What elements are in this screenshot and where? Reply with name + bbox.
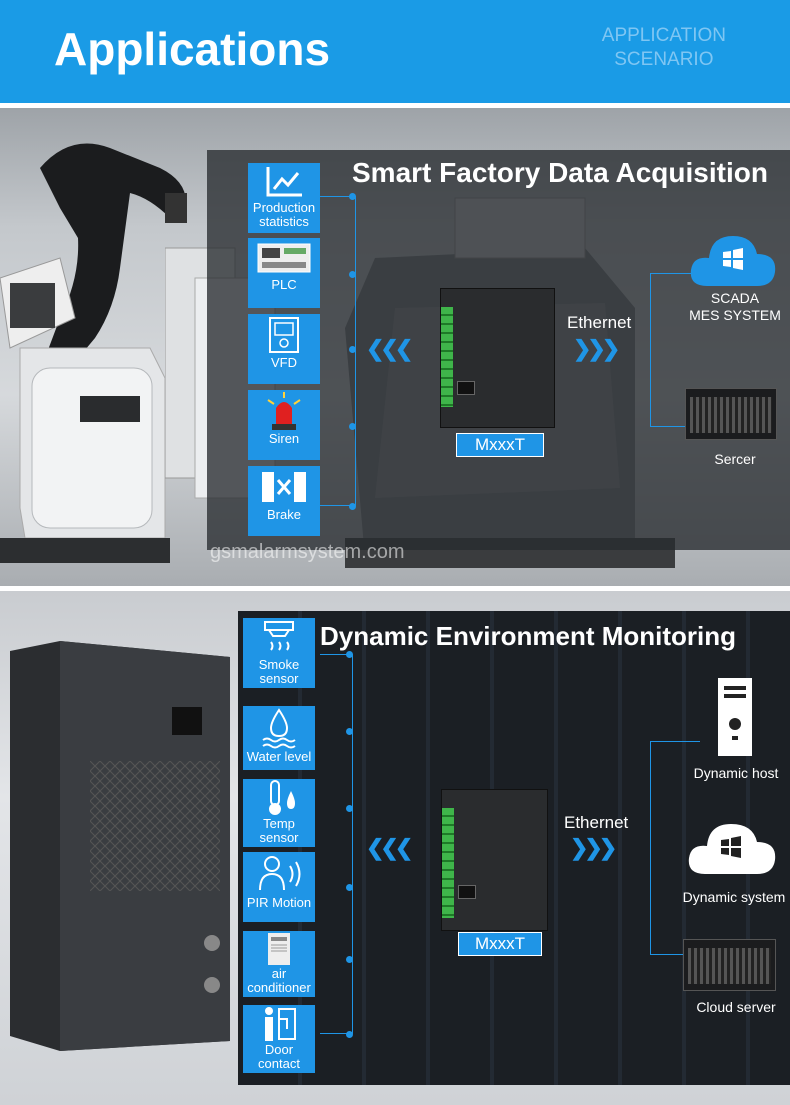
device-model-label: MxxxT (458, 932, 542, 956)
vfd-icon (269, 317, 299, 353)
connector-dot (346, 728, 353, 735)
tile-water-level: Water level (243, 706, 315, 770)
connector-dot (349, 503, 356, 510)
cloud-icon (688, 824, 776, 874)
smoke-icon (264, 621, 294, 651)
connector-dot (346, 956, 353, 963)
page-title: Applications (54, 23, 331, 75)
cloud-icon (690, 236, 776, 286)
input-arrows: ❮❮❮ (366, 336, 413, 361)
output-bracket (650, 741, 670, 955)
cloud-server-label: Cloud server (696, 999, 776, 1015)
siren-icon (267, 392, 301, 430)
scada-label: SCADA MES SYSTEM (689, 290, 781, 323)
tile-label: VFD (271, 355, 297, 370)
datacenter-title: Dynamic Environment Monitoring (320, 621, 737, 651)
motion-icon (259, 856, 301, 891)
tile-label: Temp sensor (259, 816, 299, 845)
connector-dot (346, 651, 353, 658)
input-arrows: ❮❮❮ (366, 835, 413, 860)
connector-dot (346, 1031, 353, 1038)
smart-factory-section: Smart Factory Data Acquisition Productio… (0, 108, 790, 586)
robot-illustration (0, 143, 187, 563)
tile-brake: Brake (248, 466, 320, 536)
subtitle-line-2: SCENARIO (614, 49, 714, 70)
ethernet-label: Ethernet (564, 813, 629, 832)
dynamic-host-label: Dynamic host (693, 765, 779, 781)
server-label: Sercer (714, 451, 756, 467)
tile-label: Production statistics (252, 200, 316, 229)
output-bracket (650, 273, 670, 427)
connector-dot (349, 193, 356, 200)
subtitle-line-1: APPLICATION (601, 25, 726, 46)
tile-plc: PLC (248, 238, 320, 308)
tile-label: Water level (246, 749, 312, 764)
ethernet-label: Ethernet (567, 313, 632, 332)
dynamic-environment-section: Dynamic Environment Monitoring Smoke sen… (0, 591, 790, 1105)
tile-smoke-sensor: Smoke sensor (243, 618, 315, 688)
tile-label: Door contact (258, 1042, 300, 1071)
door-icon (265, 1007, 296, 1041)
tile-label: PIR Motion (246, 895, 312, 910)
tile-label: air conditioner (247, 966, 311, 995)
tile-label: PLC (271, 277, 297, 292)
tile-siren: Siren (248, 390, 320, 460)
tile-pir-motion: PIR Motion (243, 852, 315, 922)
output-arrows: ❯❯❯ (573, 336, 620, 361)
connector-dot (349, 271, 356, 278)
page-subtitle: APPLICATION SCENARIO (602, 24, 726, 72)
page-header: Applications APPLICATION SCENARIO (0, 0, 790, 103)
connector-dot (346, 884, 353, 891)
tile-door-contact: Door contact (243, 1005, 315, 1073)
dynamic-system-label: Dynamic system (682, 889, 786, 905)
connector-dot (349, 346, 356, 353)
factory-title: Smart Factory Data Acquisition (352, 157, 768, 188)
water-icon (262, 708, 296, 749)
plc-icon (257, 243, 311, 273)
host-computer-icon (718, 678, 752, 756)
mxxxt-device (440, 288, 555, 428)
connector-dot (346, 805, 353, 812)
tile-air-conditioner: air conditioner (243, 931, 315, 997)
ac-icon (268, 933, 290, 965)
watermark: gsmalarmsystem.com (210, 541, 405, 563)
tile-label: Siren (268, 431, 300, 446)
mxxxt-device (441, 789, 548, 931)
brake-icon (262, 472, 306, 502)
tile-vfd: VFD (248, 314, 320, 384)
tile-temp-sensor: Temp sensor (243, 779, 315, 847)
tile-production-statistics: Production statistics (248, 163, 320, 233)
tile-label: Smoke sensor (258, 657, 300, 686)
server-icon (685, 388, 777, 440)
thermometer-icon (269, 780, 295, 815)
input-bracket (320, 654, 353, 1034)
chart-icon (266, 167, 302, 197)
output-arrows: ❯❯❯ (570, 835, 617, 860)
device-model-label: MxxxT (456, 433, 544, 457)
ac-cabinet-illustration (10, 641, 230, 1051)
tile-label: Brake (267, 507, 301, 522)
cloud-server-icon (683, 939, 776, 991)
connector-dot (349, 423, 356, 430)
